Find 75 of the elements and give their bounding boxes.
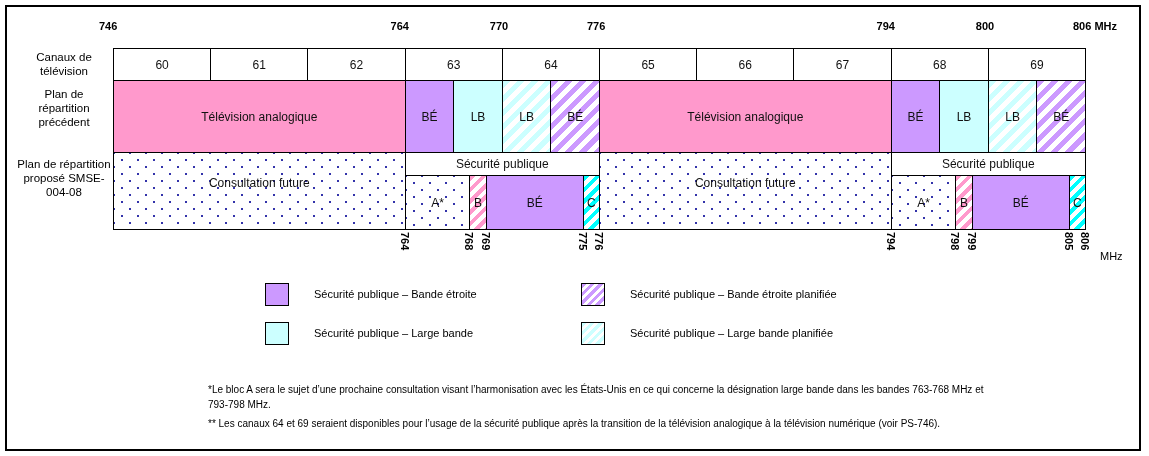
cell-label: BÉ [1052, 109, 1071, 124]
frequency-label: 764 [390, 20, 409, 32]
legend-label: Sécurité publique – Large bande planifiée [630, 327, 834, 339]
band-block [890, 80, 941, 153]
band-block [485, 175, 584, 230]
cell-label: 68 [932, 57, 948, 72]
cell-label: 67 [834, 57, 851, 72]
frequency-label: 794 [876, 20, 895, 32]
frequency-label: 770 [489, 20, 509, 32]
band-block [890, 175, 957, 230]
cell-label: BÉ [420, 109, 439, 124]
frequency-label: 805 [1062, 232, 1075, 251]
cell-label: Sécurité publique [940, 157, 1036, 171]
row-label: Plan de répartition proposé SMSE-004-08 [16, 157, 112, 199]
cell-label: 60 [154, 57, 170, 72]
cell-label: B [958, 195, 969, 210]
band-block [955, 175, 973, 230]
legend-label: Sécurité publique – Bande étroite planifiée [630, 288, 837, 300]
band-block [469, 175, 487, 230]
frequency-label: 775 [576, 232, 589, 251]
band-block [550, 80, 600, 153]
cell-label: Consultation future [693, 176, 797, 190]
band-block [453, 80, 503, 153]
cell-label: Télévision analogique [200, 109, 319, 124]
band-block [939, 80, 989, 153]
cell-label: A* [916, 195, 931, 210]
band-block [404, 175, 471, 230]
frequency-label: 746 [99, 20, 118, 32]
cell-label: 65 [640, 57, 656, 72]
band-block [599, 152, 892, 230]
frequency-label: 798 [949, 232, 962, 251]
band-block [501, 80, 552, 153]
frequency-label: 806 [1079, 232, 1091, 251]
row-label: Canaux de télévision [35, 50, 93, 78]
frequency-label: 776 [593, 232, 605, 251]
frequency-label: 768 [463, 232, 476, 251]
cell-label: BÉ [566, 109, 585, 124]
cell-label: 64 [543, 57, 559, 72]
cell-label: Sécurité publique [454, 157, 550, 171]
cell-label: 69 [1029, 57, 1045, 72]
band-block [1036, 80, 1086, 153]
legend-label: Sécurité publique – Bande étroite [314, 288, 477, 300]
cell-label: BÉ [1011, 195, 1030, 210]
footnote: *Le bloc A sera le sujet d’une prochaine consultation visant l’harmonisation avec les États-Unis en ce qui concerne la désignation large bande dans les bandes 763-768 MHz et 793-798 MHz. [208, 382, 985, 412]
cell-label: 66 [737, 57, 753, 72]
band-block [987, 80, 1038, 153]
cell-label: LB [469, 109, 487, 124]
frequency-label: 800 [975, 20, 995, 32]
cell-label: A* [430, 195, 445, 210]
cell-label: Consultation future [207, 176, 311, 190]
band-block [113, 152, 406, 230]
frequency-label: 799 [965, 232, 978, 251]
band-block [113, 80, 406, 153]
legend-label: Sécurité publique – Large bande [314, 327, 473, 339]
cell-label: 63 [446, 57, 462, 72]
frequency-label: 764 [398, 232, 411, 251]
cell-label: B [472, 195, 483, 210]
cell-label: BÉ [525, 195, 544, 210]
cell-label: 61 [251, 57, 267, 72]
cell-label: Télévision analogique [686, 109, 805, 124]
cell-label: 62 [348, 57, 365, 72]
frequency-label: 794 [884, 232, 897, 251]
band-block [404, 80, 455, 153]
cell-label: LB [955, 109, 973, 124]
row-label: Plan de répartition précédent [37, 87, 91, 129]
frequency-label: 769 [479, 232, 492, 251]
band-block [599, 80, 892, 153]
footnote: ** Les canaux 64 et 69 seraient disponibles pour l’usage de la sécurité publique après la transition de la télévision analogique à la télévision numérique (voir PS-746). [208, 417, 942, 431]
cell-label: LB [518, 109, 535, 124]
cell-label: LB [1004, 109, 1021, 124]
frequency-label: 776 [587, 20, 606, 32]
unit-label: MHz [1100, 250, 1123, 262]
frequency-label: 806 MHz [1073, 20, 1118, 32]
band-block [971, 175, 1070, 230]
cell-label: BÉ [906, 109, 925, 124]
